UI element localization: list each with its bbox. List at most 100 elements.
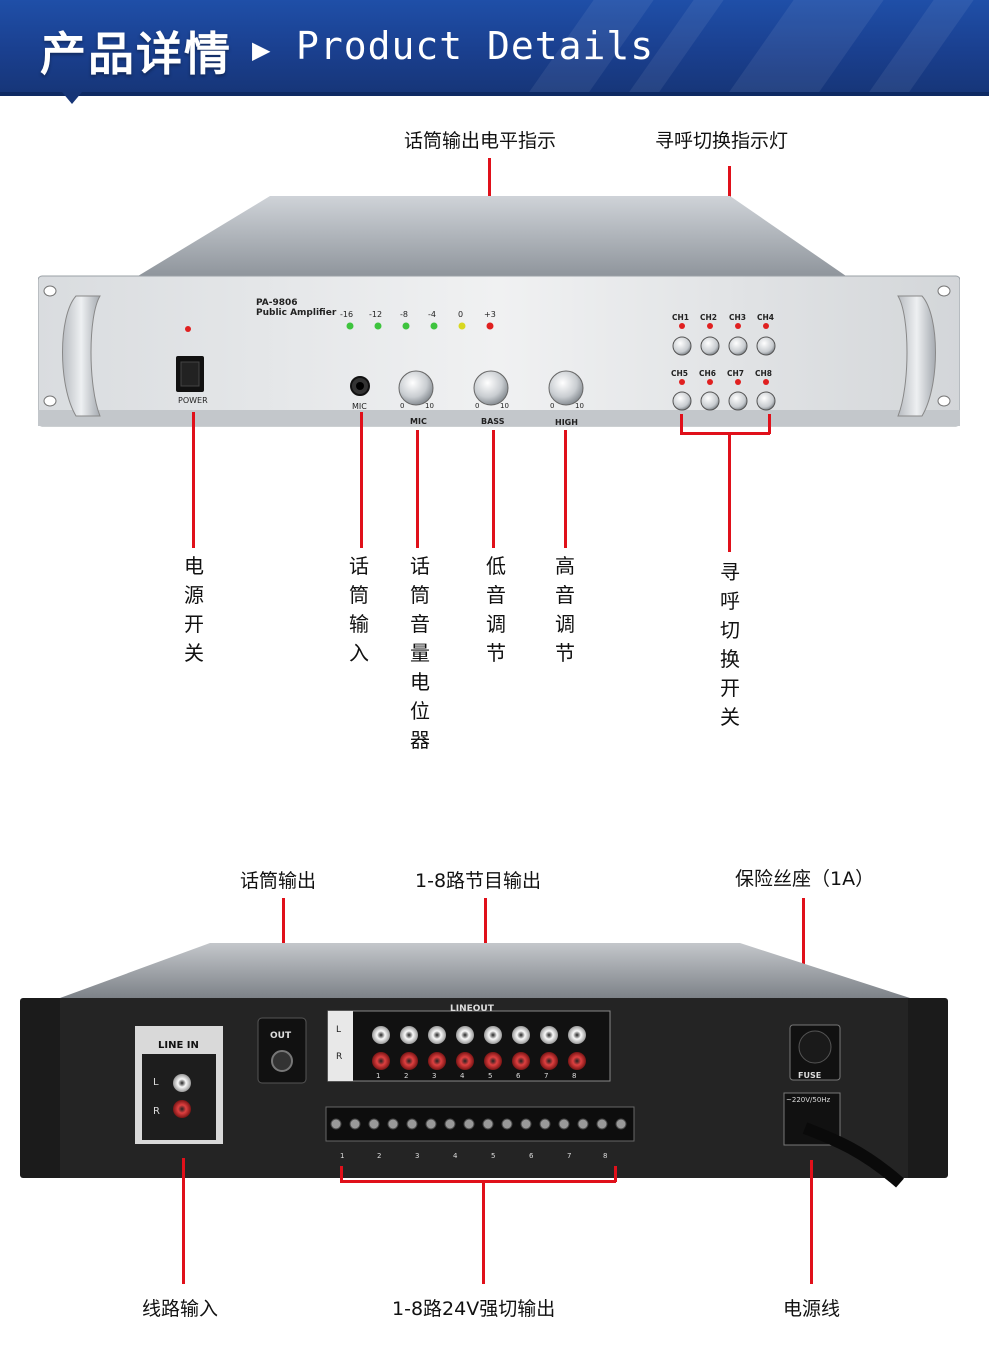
fuse-label: FUSE (798, 1071, 822, 1080)
channel-label-ch4: CH4 (757, 313, 774, 322)
callout-line-mic-volume (416, 430, 419, 548)
callout-char: 话 (349, 554, 369, 578)
callout-mic-out: 话筒输出 (240, 870, 317, 892)
knob-min: 0 (400, 402, 405, 410)
callout-char: 切 (720, 618, 740, 642)
callout-char: 音 (555, 583, 575, 607)
rca-numbers: 1 2 3 4 5 6 7 8 (376, 1072, 586, 1082)
mic-input-jack[interactable] (350, 377, 370, 397)
channel-button-ch5[interactable] (673, 392, 691, 410)
bracket-tick-left (340, 1166, 343, 1182)
callout-line-power-cord (810, 1160, 813, 1284)
callout-char: 换 (720, 647, 740, 671)
mic-out-jack[interactable] (271, 1050, 293, 1072)
callout-char: 量 (410, 641, 430, 665)
bracket-tick-right (768, 414, 771, 434)
line-in-l-label: L (153, 1077, 159, 1088)
callout-char: 高 (555, 554, 575, 578)
callout-char: 电 (184, 554, 204, 578)
mic-volume-knob[interactable] (399, 371, 433, 405)
callout-char: 调 (486, 612, 506, 636)
callout-switch-output: 1-8路24V强切输出 (392, 1298, 556, 1320)
channel-button-ch1[interactable] (673, 337, 691, 355)
rca-number: 3 (432, 1072, 437, 1080)
terminal-number: 5 (491, 1152, 496, 1160)
callout-char: 源 (184, 583, 204, 607)
line-in-left-jack[interactable] (172, 1073, 192, 1093)
channel-button-ch8[interactable] (757, 392, 775, 410)
line-in-right-jack[interactable] (172, 1099, 192, 1119)
treble-knob[interactable] (549, 371, 583, 405)
mic-jack-label: MIC (352, 402, 367, 411)
speaker-terminal-block[interactable] (326, 1107, 634, 1141)
callout-paging-led: 寻呼切换指示灯 (655, 130, 789, 152)
rca-number: 4 (460, 1072, 465, 1080)
callout-bracket-paging-switch (680, 432, 770, 435)
rca-number: 8 (572, 1072, 577, 1080)
model-subtitle: Public Amplifier (256, 308, 337, 318)
callout-power-cord: 电源线 (783, 1298, 841, 1320)
rca-number: 7 (544, 1072, 549, 1080)
terminal-number: 1 (340, 1152, 345, 1160)
callout-line-switch-out (482, 1180, 485, 1284)
fuse-holder[interactable] (799, 1031, 831, 1063)
front-panel (38, 196, 960, 427)
channel-label-ch1: CH1 (672, 313, 689, 322)
lineout-r-label: R (336, 1052, 343, 1062)
channel-label-ch2: CH2 (700, 313, 717, 322)
callout-char: 节 (555, 641, 575, 665)
callout-line-treble (564, 430, 567, 548)
knob-min: 0 (475, 402, 480, 410)
channel-label-ch7: CH7 (727, 369, 744, 378)
rca-number: 6 (516, 1072, 521, 1080)
channel-button-ch7[interactable] (729, 392, 747, 410)
callout-char: 关 (184, 641, 204, 665)
level-mark: +3 (484, 310, 496, 319)
callout-line-mic-input (360, 412, 363, 548)
line-in-r-label: R (153, 1106, 160, 1117)
level-mark: -12 (369, 310, 383, 319)
knob-label-high: HIGH (555, 418, 578, 427)
callout-char: 电 (410, 670, 430, 694)
callout-char: 筒 (349, 583, 369, 607)
callout-char: 位 (410, 699, 430, 723)
channel-label-ch3: CH3 (729, 313, 746, 322)
channel-button-ch3[interactable] (729, 337, 747, 355)
power-label: POWER (178, 396, 208, 405)
line-in-label: LINE IN (158, 1040, 199, 1051)
terminal-number: 6 (529, 1152, 534, 1160)
callout-line-line-in (182, 1158, 185, 1284)
power-switch[interactable] (177, 364, 193, 382)
title-arrow-icon: ▶ (252, 36, 271, 64)
callout-char: 输 (349, 612, 369, 636)
callout-mic-level: 话筒输出电平指示 (404, 130, 557, 152)
bracket-tick-left (680, 414, 683, 434)
callout-char: 开 (720, 676, 740, 700)
bass-knob[interactable] (474, 371, 508, 405)
channel-button-ch6[interactable] (701, 392, 719, 410)
channel-label-ch8: CH8 (755, 369, 772, 378)
header-banner (0, 0, 989, 96)
rca-number: 5 (488, 1072, 493, 1080)
callout-line-power (192, 412, 195, 548)
channel-label-ch6: CH6 (699, 369, 716, 378)
callout-fuse-holder: 保险丝座（1A） (735, 868, 875, 890)
page-title-en: Product Details (296, 24, 655, 68)
knob-max: 10 (425, 402, 434, 410)
channel-label-ch5: CH5 (671, 369, 688, 378)
callout-char: 筒 (410, 583, 430, 607)
lineout-l-label: L (336, 1025, 342, 1035)
mic-out-label: OUT (270, 1031, 292, 1041)
callout-char: 呼 (720, 589, 740, 613)
callout-char: 开 (184, 612, 204, 636)
callout-power-switch: 电 源 开 关 (180, 552, 208, 668)
bracket-tick-right (614, 1166, 617, 1182)
knob-label-bass: BASS (481, 417, 505, 426)
channel-button-ch2[interactable] (701, 337, 719, 355)
channel-button-ch4[interactable] (757, 337, 775, 355)
lineout-label: LINEOUT (450, 1004, 494, 1014)
rca-number: 1 (376, 1072, 381, 1080)
callout-program-out: 1-8路节目输出 (415, 870, 542, 892)
callout-char: 寻 (720, 560, 740, 584)
callout-line-paging-switch (728, 432, 731, 552)
